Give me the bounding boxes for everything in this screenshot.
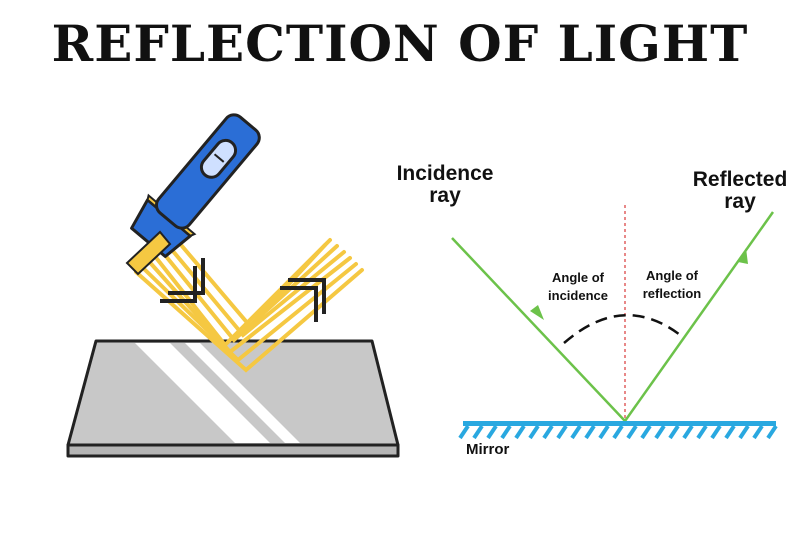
reflected-arrow-icon (738, 248, 748, 264)
mirror-plate (66, 339, 400, 458)
incidence-ray (451, 237, 626, 422)
angle-of-incidence-label-line2: incidence (548, 288, 608, 303)
reflected-ray (623, 211, 775, 422)
incidence-arrow-icon (530, 305, 544, 320)
mirror-label: Mirror (466, 441, 510, 458)
page-title: REFLECTION OF LIGHT (51, 14, 749, 73)
reflected-ray-label-line2: ray (724, 190, 756, 213)
beam-arrow-in (160, 258, 205, 303)
flashlight-lens (125, 230, 172, 276)
angle-of-reflection-label-line1: Angle of (646, 268, 699, 283)
angle-arc (563, 313, 685, 344)
flashlight-icon (130, 113, 261, 258)
incidence-ray-label-line2: ray (429, 184, 461, 207)
glass-shine (185, 343, 300, 443)
mirror-surface (458, 421, 778, 440)
angle-of-reflection-label-line2: reflection (643, 286, 702, 301)
angle-of-incidence-label-line1: Angle of (552, 270, 605, 285)
reflected-ray-label-line1: Reflected (693, 168, 788, 191)
incidence-ray-label-line1: Incidence (397, 162, 494, 185)
glass-shine (135, 343, 270, 443)
beam-arrow-out (280, 278, 326, 322)
